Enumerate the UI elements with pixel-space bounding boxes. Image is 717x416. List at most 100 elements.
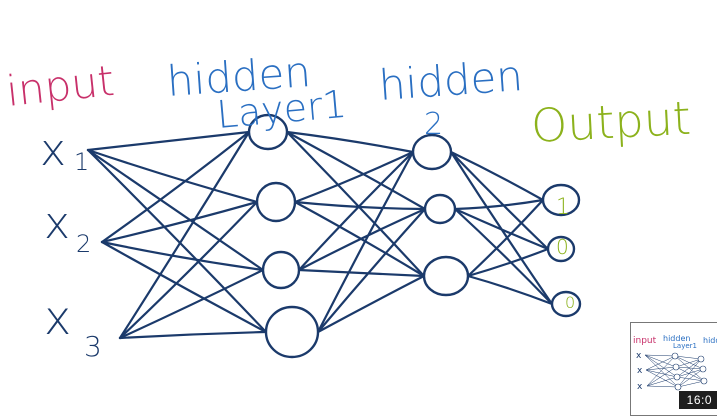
- thumb-edge-in2-h1-2: [645, 366, 677, 371]
- input-x1-sub: 1: [74, 148, 89, 176]
- input-x2-var: x: [44, 198, 70, 249]
- thumb-edge-h1-2-h2-3: [675, 366, 705, 382]
- thumb-edge-h1-1-h2-2: [674, 355, 704, 370]
- edge-h2-2-out-2: [453, 207, 550, 251]
- thumb-edge-h1-4-h2-3: [677, 380, 705, 388]
- edge-h2-2-out-3: [453, 207, 554, 306]
- edge-h1-4-h2-2: [316, 207, 427, 334]
- edge-input2-h1-1: [100, 130, 251, 244]
- edge-h1-3-h2-3: [297, 268, 426, 278]
- hidden-layer-1-label-top: hidden: [165, 47, 312, 106]
- edge-h2-3-out-2: [466, 247, 550, 278]
- input-x1-label: x 1: [40, 125, 89, 176]
- edge-h1-4-h2-1: [316, 150, 415, 334]
- thumb-node-5: [697, 355, 705, 363]
- thumb-input-label: input: [633, 336, 657, 346]
- thumb-node-2: [672, 363, 680, 371]
- thumb-edge-h1-3-h2-2: [676, 368, 704, 378]
- thumb-hidden-label: hidden: [663, 334, 690, 343]
- thumb-edge-in2-h1-3: [645, 369, 678, 378]
- edge-input3-h1-4: [118, 330, 268, 340]
- edge-input3-h1-2: [118, 200, 259, 340]
- thumb-edge-in3-h1-4: [646, 385, 679, 388]
- edge-h2-3-out-1: [466, 198, 545, 278]
- edge-input1-h1-4: [86, 148, 268, 334]
- edge-h1-3-h2-2: [297, 207, 427, 272]
- hidden2-node-1: [411, 133, 453, 171]
- thumb-node-4: [674, 383, 682, 391]
- edge-h1-4-h2-3: [316, 274, 426, 334]
- video-thumbnail-preview[interactable]: input hidden Layer1 hidden x x x 16:0: [630, 322, 717, 416]
- thumb-edge-h1-2-h2-2: [675, 366, 704, 370]
- hidden1-node-1: [247, 113, 289, 151]
- edge-input1-h1-3: [86, 148, 265, 272]
- input-x3-label: x 3: [44, 291, 102, 363]
- output-value-1: 1: [556, 195, 570, 220]
- thumb-edge-in1-h1-3: [644, 354, 678, 378]
- edge-h2-1-out-2: [449, 150, 550, 251]
- thumb-node-7: [700, 377, 708, 385]
- edge-input2-h1-4: [100, 240, 268, 334]
- edge-h2-3-out-3: [466, 274, 554, 306]
- thumb-edge-h1-4-h2-2: [677, 368, 704, 388]
- edge-input3-h1-1: [118, 130, 251, 340]
- thumb-x1: x: [636, 351, 642, 361]
- edge-h1-1-h2-3: [285, 130, 426, 278]
- thumb-x2: x: [637, 366, 643, 376]
- thumb-node-1: [671, 352, 679, 360]
- edge-h1-2-h2-1: [293, 150, 415, 204]
- hidden-layer-2-label-bottom: 2: [424, 107, 443, 142]
- output-node-3: [550, 290, 582, 318]
- edge-input2-h1-2: [100, 200, 259, 244]
- edge-input3-h1-3: [118, 268, 265, 340]
- thumb-nodes: [671, 352, 708, 391]
- hidden2-node-2: [423, 193, 457, 225]
- thumb-edge-in2-h1-1: [645, 355, 676, 371]
- edge-input2-h1-3: [100, 240, 265, 272]
- output-label: Output: [530, 91, 692, 153]
- thumb-node-6: [699, 365, 707, 373]
- edge-h1-1-h2-1: [285, 130, 415, 154]
- thumb-edge-in3-h1-1: [646, 355, 676, 387]
- thumbnail-diagram: input hidden Layer1 hidden x x x: [633, 334, 717, 392]
- thumb-edge-in1-h1-2: [644, 354, 677, 368]
- network-nodes: [247, 113, 582, 359]
- thumb-edge-in1-h1-1: [644, 354, 676, 357]
- thumb-edge-in3-h1-3: [646, 376, 678, 387]
- hidden1-node-4: [264, 305, 320, 359]
- edge-h2-2-out-1: [453, 198, 545, 211]
- thumb-hidden2-label: hidden: [703, 336, 717, 345]
- edge-h1-2-h2-3: [293, 200, 426, 278]
- thumb-edge-in2-h1-4: [645, 369, 679, 388]
- input-label: input: [4, 56, 117, 116]
- hidden1-node-3: [261, 250, 301, 290]
- thumb-edge-h1-1-h2-1: [674, 355, 702, 360]
- input-x2-sub: 2: [76, 230, 91, 258]
- thumb-edge-h1-4-h2-1: [677, 358, 702, 388]
- output-node-2: [546, 235, 576, 263]
- connection-lines: [86, 130, 554, 340]
- hidden1-node-2: [255, 181, 297, 223]
- thumb-edge-in3-h1-2: [646, 366, 677, 387]
- input-x3-var: x: [44, 291, 71, 345]
- thumb-edge-h1-2-h2-1: [675, 358, 702, 368]
- edge-input1-h1-1: [86, 130, 251, 152]
- thumb-node-3: [673, 373, 681, 381]
- edge-h2-1-out-1: [449, 150, 545, 202]
- edge-input1-h1-2: [86, 148, 259, 204]
- input-x1-var: x: [40, 125, 66, 176]
- input-x2-label: x 2: [44, 198, 91, 258]
- output-value-3: 0: [565, 293, 575, 312]
- video-timestamp: 16:0: [678, 391, 717, 409]
- thumb-edge-h1-1-h2-3: [674, 355, 705, 382]
- edge-h1-1-h2-2: [285, 130, 427, 211]
- thumb-edges: [644, 354, 705, 388]
- output-value-2: 0: [556, 235, 569, 259]
- thumb-hidden-sub-label: Layer1: [673, 342, 697, 350]
- hidden2-node-3: [422, 255, 470, 297]
- thumb-x3: x: [637, 382, 643, 392]
- output-node-1: [541, 183, 581, 217]
- thumb-edge-h1-3-h2-3: [676, 376, 705, 382]
- thumb-edge-h1-3-h2-1: [676, 358, 702, 378]
